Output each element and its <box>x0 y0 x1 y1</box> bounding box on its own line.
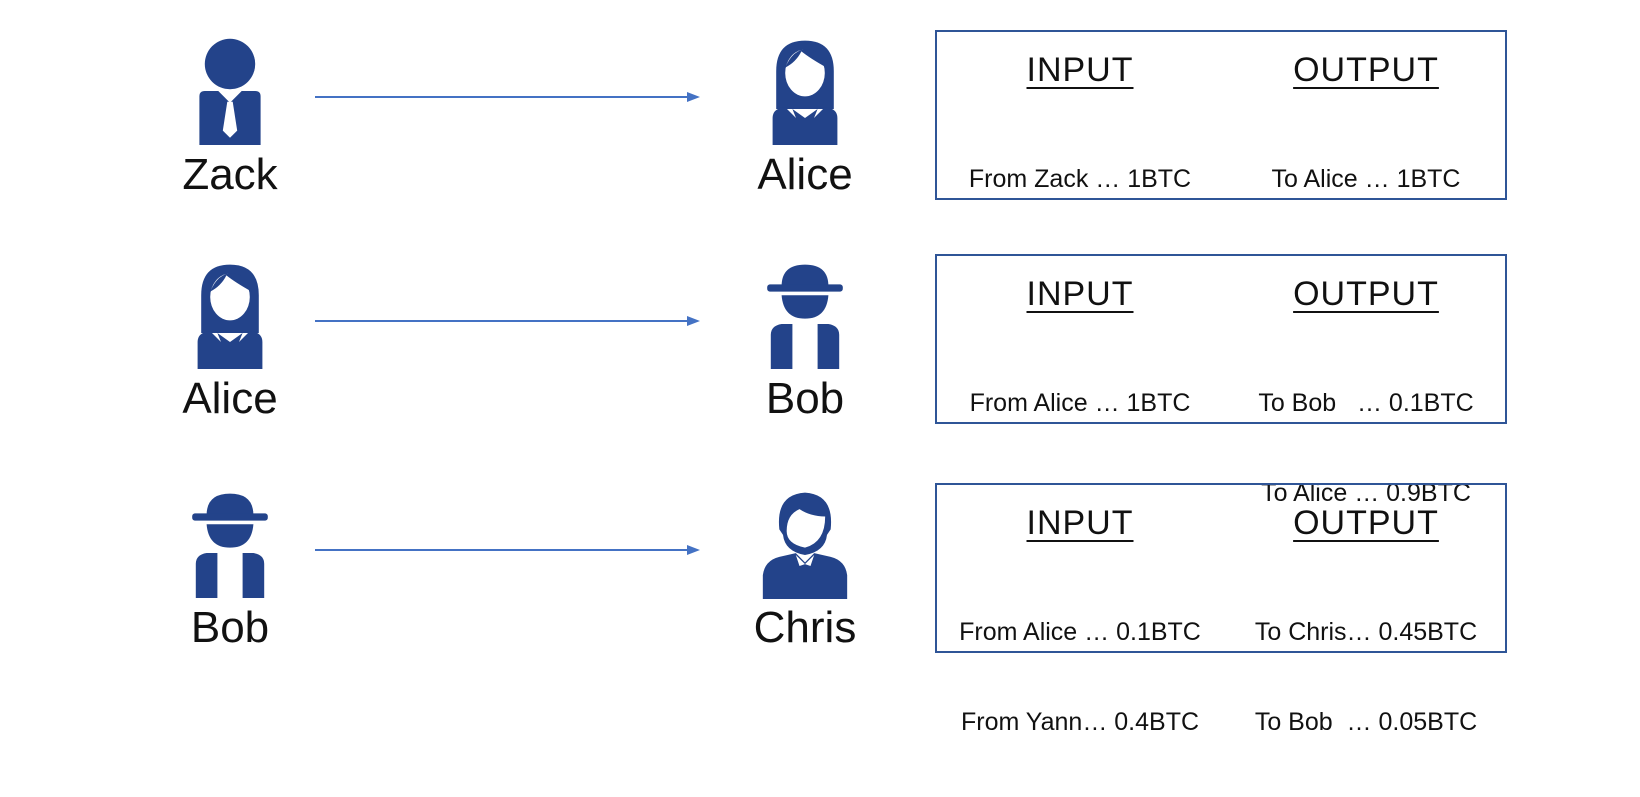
input-heading: INPUT <box>1026 51 1134 89</box>
transaction-row-1: Zack Alice INPUT From Zack … 1BTC OUTPUT… <box>0 30 1640 250</box>
output-line: To Bob … 0.1BTC <box>1258 389 1474 417</box>
input-line: From Alice … 0.1BTC <box>959 618 1201 646</box>
receiver-name: Bob <box>765 374 845 423</box>
hat-man-icon <box>760 260 850 370</box>
output-column: OUTPUT To Chris… 0.45BTC To Bob … 0.05BT… <box>1223 485 1509 797</box>
input-heading: INPUT <box>1026 504 1134 542</box>
woman-icon <box>760 36 850 146</box>
man-icon <box>755 489 855 599</box>
output-line: To Alice … 1BTC <box>1271 165 1461 193</box>
receiver-chris: Chris <box>725 489 885 653</box>
input-line: From Alice … 1BTC <box>969 389 1191 417</box>
transaction-row-2: Alice Bob INPUT From Alice … 1BTC OUTPUT… <box>0 254 1640 507</box>
arrow-right-icon <box>315 545 700 555</box>
input-heading: INPUT <box>1026 275 1134 313</box>
receiver-bob: Bob <box>725 260 885 424</box>
input-line: From Yann… 0.4BTC <box>960 708 1200 736</box>
output-line: To Bob … 0.05BTC <box>1254 708 1478 736</box>
output-column: OUTPUT To Alice … 1BTC <box>1223 32 1509 254</box>
transaction-row-3: Bob Chris INPUT From Alice … 0.1BTC From… <box>0 483 1640 736</box>
receiver-name: Chris <box>753 603 857 652</box>
sender-name: Alice <box>182 374 278 423</box>
output-heading: OUTPUT <box>1293 504 1439 542</box>
sender-bob: Bob <box>150 489 310 653</box>
hat-man-icon <box>185 489 275 599</box>
input-column: INPUT From Zack … 1BTC <box>937 32 1223 254</box>
arrow-right-icon <box>315 92 700 102</box>
sender-zack: Zack <box>150 36 310 200</box>
input-column: INPUT From Alice … 0.1BTC From Yann… 0.4… <box>937 485 1223 797</box>
businessman-icon <box>185 36 275 146</box>
output-heading: OUTPUT <box>1293 51 1439 89</box>
transaction-box: INPUT From Alice … 0.1BTC From Yann… 0.4… <box>935 483 1507 736</box>
receiver-name: Alice <box>757 150 853 199</box>
sender-name: Bob <box>190 603 270 652</box>
output-line: To Chris… 0.45BTC <box>1254 618 1478 646</box>
sender-alice: Alice <box>150 260 310 424</box>
sender-name: Zack <box>182 150 278 199</box>
transaction-box: INPUT From Alice … 1BTC OUTPUT To Bob … … <box>935 254 1507 507</box>
woman-icon <box>185 260 275 370</box>
receiver-alice: Alice <box>725 36 885 200</box>
arrow-right-icon <box>315 316 700 326</box>
input-line: From Zack … 1BTC <box>968 165 1192 193</box>
transaction-box: INPUT From Zack … 1BTC OUTPUT To Alice …… <box>935 30 1507 200</box>
output-heading: OUTPUT <box>1293 275 1439 313</box>
input-column: INPUT From Alice … 1BTC <box>937 256 1223 478</box>
